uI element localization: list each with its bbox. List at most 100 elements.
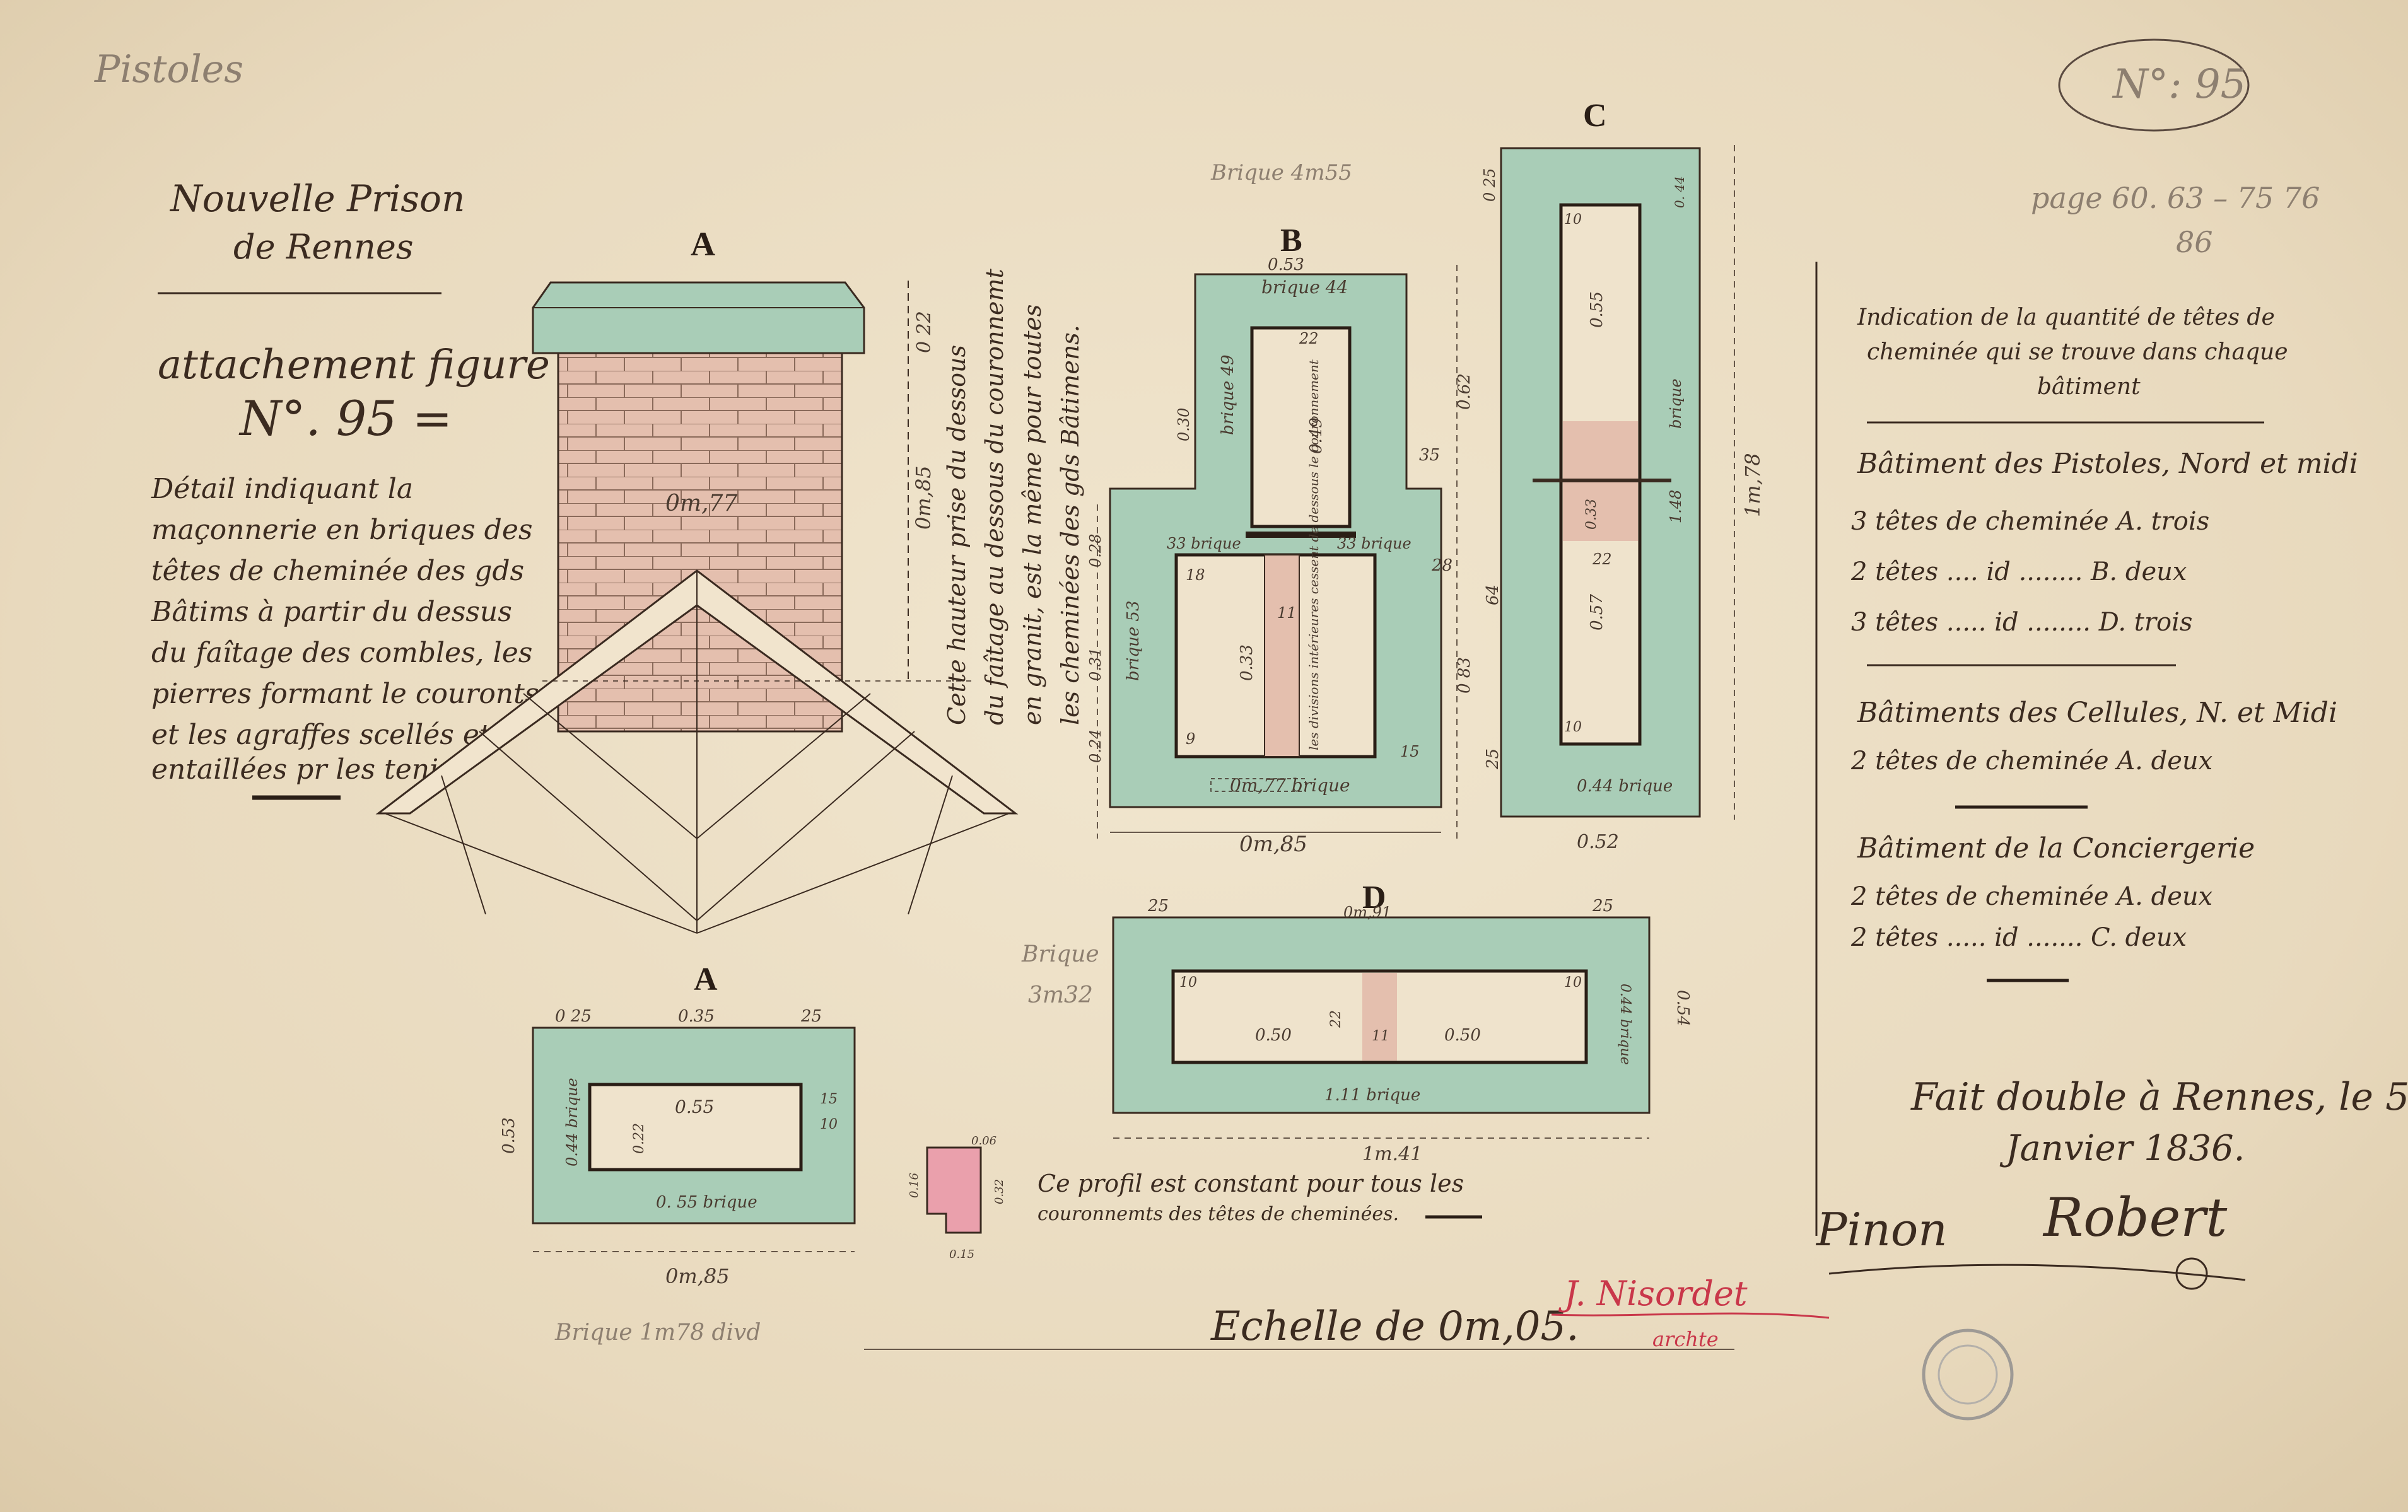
- c-bottom-width: 0.52: [1577, 831, 1619, 853]
- view-c-plan: C 0.44 brique 0.52 1m,78 0 25 0.55 briqu…: [1481, 98, 1765, 853]
- qty-group1-title: Bâtiment des Pistoles, Nord et midi: [1857, 448, 2358, 480]
- c-brick: brique: [1667, 378, 1685, 429]
- a-plan-total-h: 0.53: [500, 1117, 518, 1154]
- b-side-brick: brique 53: [1124, 600, 1143, 681]
- c-total-h: 1m,78: [1741, 453, 1765, 517]
- d-inner-50b: 0.50: [1444, 1026, 1481, 1045]
- view-a-plan: A 0 25 0.35 25 0.55 0. 55 brique 0.44 br…: [500, 962, 856, 1288]
- d-w25b: 25: [1592, 897, 1613, 916]
- sign-right: Robert: [2042, 1187, 2227, 1248]
- qty-row: 3 têtes de cheminée A. trois: [1851, 507, 2209, 536]
- view-label-d: D: [1362, 880, 1386, 916]
- scale-text: Echelle de 0m,05.: [1210, 1303, 1579, 1350]
- qty-heading3: bâtiment: [2037, 374, 2141, 400]
- detail-line: entaillées pr les tenir.: [151, 753, 457, 786]
- pencil-brique-mid2: 3m32: [1028, 982, 1093, 1008]
- vertical-note-line: Cette hauteur prise du dessous: [943, 345, 971, 725]
- detail-line: Détail indiquant la: [151, 473, 413, 505]
- qty-heading2: cheminée qui se trouve dans chaque: [1867, 339, 2288, 365]
- page-refs-line2: 86: [2176, 225, 2213, 259]
- vertical-note-line: en granit, est la même pour toutes: [1019, 305, 1046, 725]
- view-label-b: B: [1280, 223, 1302, 259]
- qty-row: 2 têtes de cheminée A. deux: [1850, 747, 2212, 776]
- detail-line: pierres formant le couronts,: [151, 678, 547, 710]
- qty-row: 2 têtes .... id ........ B. deux: [1850, 557, 2187, 586]
- pencil-note-top-left: Pistoles: [94, 47, 243, 91]
- b-inner-11: 11: [1277, 604, 1297, 622]
- view-d-plan: D 25 0m,91 25 0.50 0.50 22 11 1.11 briqu…: [1112, 880, 1692, 1165]
- c-inner-h1: 0.55: [1587, 291, 1606, 328]
- archive-stamp: [1922, 1329, 2014, 1421]
- attachment-number: N°. 95 =: [238, 390, 452, 446]
- cornice-profile: 0.06 0.16 0.32 0.15: [908, 1134, 1006, 1261]
- b-h1: 0.30: [1175, 408, 1193, 441]
- d-brick-111: 1.11 brique: [1324, 1086, 1420, 1105]
- profile-dim: 0.06: [971, 1134, 997, 1148]
- d-mid-11: 11: [1372, 1028, 1389, 1044]
- c-h64: 64: [1483, 584, 1502, 605]
- vertical-note-line: du faîtage au dessous du couronnemt: [981, 268, 1008, 725]
- a-plan-total-w: 0m,85: [665, 1264, 730, 1288]
- b-side-35: 35: [1419, 446, 1440, 465]
- a-plan-w25a: 0 25: [555, 1007, 592, 1026]
- d-total-w: 1m.41: [1362, 1143, 1422, 1165]
- b-top-width: 0.53: [1268, 255, 1304, 274]
- d-side-44: 0.44 brique: [1617, 984, 1633, 1065]
- c-mid-22: 22: [1592, 550, 1612, 568]
- c-bot-10: 10: [1564, 719, 1582, 735]
- view-label-a-bottom: A: [694, 962, 718, 997]
- b-inner-brick: brique 49: [1219, 354, 1237, 435]
- qty-row: 2 têtes de cheminée A. deux: [1850, 882, 2212, 911]
- b-brick-right: 33 brique: [1337, 535, 1411, 552]
- d-total-h: 0.54: [1673, 990, 1692, 1026]
- sign-date: Janvier 1836.: [1999, 1128, 2245, 1169]
- b-inner-33: 0.33: [1237, 644, 1256, 681]
- b-inner-49: 0.49: [1307, 417, 1326, 454]
- c-top-10: 10: [1564, 212, 1582, 228]
- view-label-c: C: [1583, 98, 1607, 134]
- b-inner-9: 9: [1186, 730, 1195, 748]
- detail-notes: Détail indiquant la maçonnerie en brique…: [151, 473, 547, 786]
- a-width-label: 0m,77: [665, 491, 737, 516]
- view-label-a-top: A: [691, 225, 715, 263]
- c-inner-h2: 0.57: [1587, 594, 1606, 631]
- b-bottom-brick: 0m,77 brique: [1230, 775, 1350, 796]
- b-inner-note: les divisions intérieures cessent de des…: [1306, 359, 1321, 750]
- d-w91: 0m,91: [1343, 904, 1391, 921]
- profile-dim: 0.16: [908, 1173, 921, 1198]
- a-plan-w35: 0.35: [678, 1007, 715, 1026]
- red-signature-sub: archte: [1652, 1327, 1719, 1351]
- a-plan-w25b: 25: [800, 1007, 822, 1026]
- c-h148: 1.48: [1667, 490, 1685, 523]
- d-mid-22: 22: [1328, 1010, 1344, 1028]
- red-signature: J. Nisordet: [1558, 1274, 1748, 1313]
- a-plan-inner-22: 0.22: [631, 1123, 647, 1154]
- detail-line: du faîtage des combles, les: [151, 637, 532, 669]
- view-a-elevation: A 0m,77 0m,85 0 22: [375, 225, 1019, 934]
- title-line2: de Rennes: [233, 227, 414, 267]
- b-total-h: 0.62: [1455, 373, 1474, 410]
- circled-number: N°: 95: [2112, 61, 2246, 108]
- b-inner-15: 15: [1400, 743, 1420, 760]
- a-plan-side-15: 15: [820, 1091, 838, 1107]
- b-h2: 0.28: [1087, 534, 1104, 567]
- d-inner-50a: 0.50: [1255, 1026, 1292, 1045]
- page-refs-line1: page 60. 63 – 75 76: [2031, 181, 2320, 215]
- c-side-44: 0. 44: [1672, 176, 1687, 208]
- detail-line: Bâtims à partir du dessus: [151, 596, 512, 628]
- qty-row: 3 têtes ..... id ........ D. trois: [1851, 608, 2192, 637]
- a-cap-label: 0 22: [913, 311, 935, 353]
- c-mid-33: 0.33: [1584, 499, 1599, 530]
- sign-left: Pinon: [1815, 1203, 1948, 1256]
- detail-line: têtes de cheminée des gds: [151, 555, 524, 587]
- qty-group2-title: Bâtiments des Cellules, N. et Midi: [1857, 697, 2337, 729]
- profile-dim: 0.15: [949, 1248, 974, 1261]
- detail-line: maçonnerie en briques des: [151, 514, 532, 546]
- sign-place: Fait double à Rennes, le 5: [1910, 1075, 2408, 1119]
- quantities-table: Indication de la quantité de têtes de ch…: [1815, 262, 2358, 1236]
- a-plan-side-10: 10: [820, 1117, 838, 1132]
- a-plan-left-brick: 0.44 brique: [563, 1078, 581, 1166]
- title-line1: Nouvelle Prison: [169, 177, 465, 220]
- c-bottom-brick: 0.44 brique: [1577, 777, 1673, 796]
